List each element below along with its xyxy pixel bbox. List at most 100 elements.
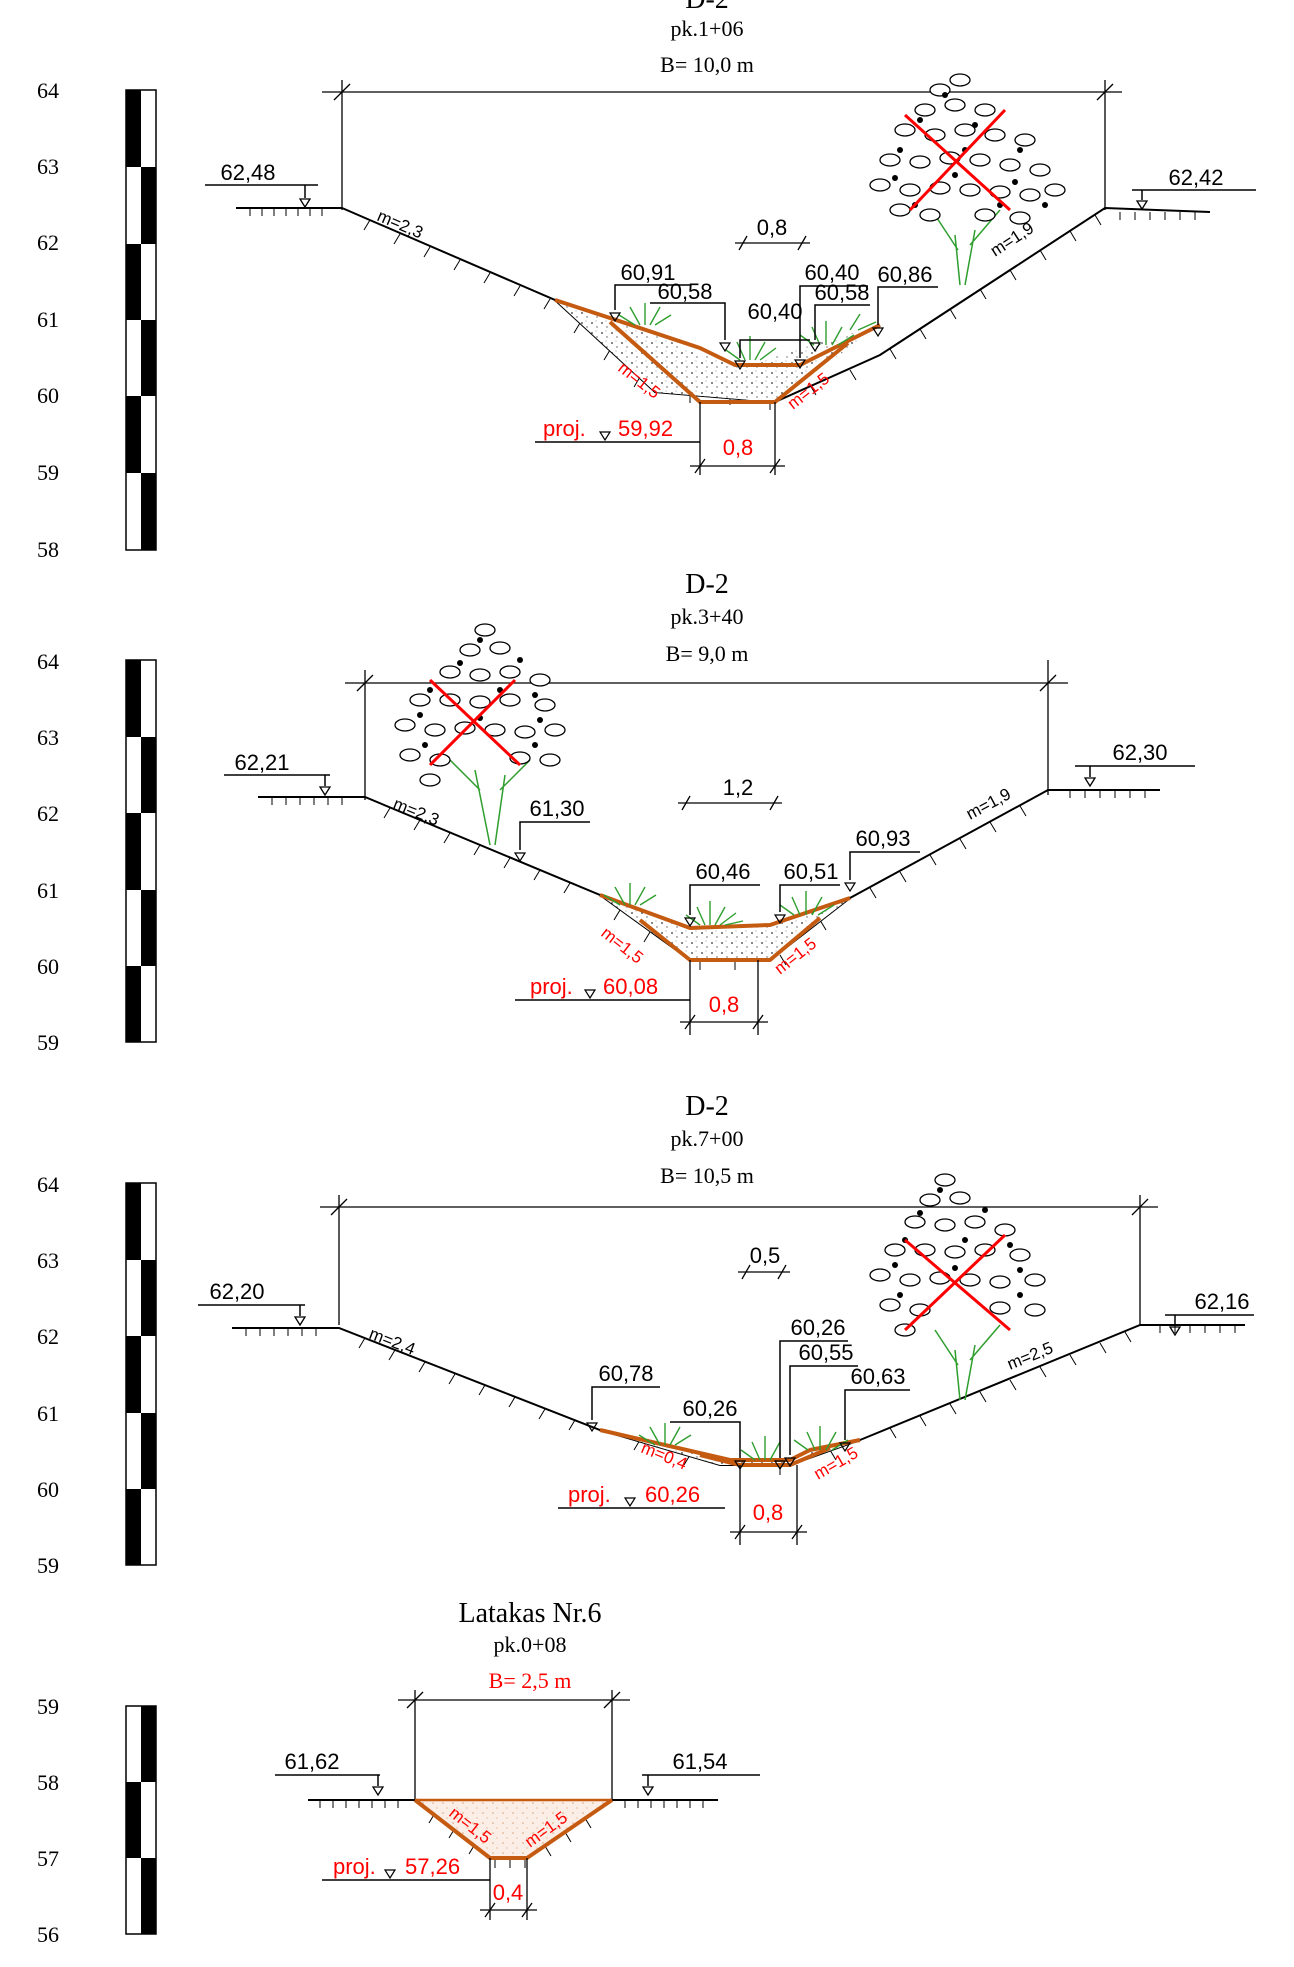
section-title: D-2	[685, 0, 729, 15]
scale-label: 58	[37, 1770, 59, 1795]
section-2: D-2 pk.3+40 B= 9,0 m 64 63 62 61 60 59	[37, 569, 1195, 1055]
level-label: 60,40	[804, 260, 859, 285]
level-markers	[585, 1340, 910, 1471]
bank-level-right-label: 62,30	[1112, 740, 1167, 765]
level-label: 60,46	[695, 859, 750, 884]
bottom-width-dimension	[735, 235, 810, 251]
sediment-fill	[555, 300, 880, 402]
design-level-marker	[535, 431, 700, 443]
scale-label: 62	[37, 230, 59, 255]
scale-label: 62	[37, 801, 59, 826]
bank-level-left	[198, 1304, 307, 1327]
design-bottom-line	[638, 916, 822, 962]
scale-label: 61	[37, 1401, 59, 1426]
scale-label: 59	[37, 1694, 59, 1719]
design-channel-line	[599, 893, 851, 930]
level-markers	[608, 284, 938, 371]
level-label: 60,55	[798, 1340, 853, 1365]
scale-label: 57	[37, 1846, 59, 1871]
bottom-width-top-label: 0,8	[757, 215, 788, 240]
section-width: B= 10,0 m	[660, 52, 754, 77]
design-bottom-dimension	[480, 1858, 537, 1920]
slope-left-label: m=2,3	[374, 206, 425, 242]
sediment-fill	[415, 1800, 612, 1858]
slope-right-label: m=1,9	[963, 784, 1014, 823]
section-title: Latakas Nr.6	[458, 1598, 601, 1629]
design-bottom-label: 0,8	[723, 435, 754, 460]
slope-right-label: m=1,9	[987, 218, 1037, 260]
bank-level-left	[224, 774, 332, 797]
scale-label: 60	[37, 954, 59, 979]
grass-symbol	[638, 1423, 849, 1461]
slope-left-label: m=2,3	[391, 794, 442, 829]
scale-label: 64	[37, 78, 59, 103]
grass-symbol	[603, 883, 835, 926]
level-label: 60,58	[814, 280, 869, 305]
section-pk: pk.7+00	[671, 1126, 744, 1151]
proj-label: proj.	[543, 416, 586, 441]
bottom-width-dimension	[738, 1264, 790, 1280]
bank-level-left	[205, 184, 318, 209]
level-label: 60,93	[855, 826, 910, 851]
proj-value: 60,26	[645, 1482, 700, 1507]
bank-level-right	[641, 1774, 760, 1797]
design-channel-line	[599, 1428, 861, 1462]
level-label: 60,91	[620, 260, 675, 285]
bank-level-right	[1132, 189, 1256, 211]
section-3: D-2 pk.7+00 B= 10,5 m 64 63 62 61 60 59	[37, 1091, 1254, 1578]
tree-removal-icon	[869, 73, 1066, 286]
proj-value: 59,92	[618, 416, 673, 441]
design-bottom-line	[608, 320, 850, 404]
scale-label: 59	[37, 460, 59, 485]
design-slope-left-label: m=1,5	[598, 923, 647, 967]
scale-label: 63	[37, 154, 59, 179]
level-label: 60,78	[598, 1361, 653, 1386]
bank-level-right	[1075, 765, 1195, 788]
level-markers	[513, 821, 920, 928]
level-label: 60,26	[790, 1315, 845, 1340]
design-channel-line	[554, 298, 881, 367]
section-title: D-2	[685, 1091, 729, 1122]
bank-level-left-label: 62,21	[234, 750, 289, 775]
width-dimension-line	[322, 80, 1122, 210]
width-dimension-line	[345, 660, 1068, 800]
elevation-scale-bar	[125, 1182, 157, 1566]
design-bottom-dimension	[690, 402, 785, 475]
design-bottom-label: 0,8	[753, 1500, 784, 1525]
design-bottom-dimension	[730, 1465, 807, 1545]
bank-level-right-label: 62,16	[1194, 1289, 1249, 1314]
proj-label: proj.	[333, 1854, 376, 1879]
level-label: 61,30	[529, 796, 584, 821]
elevation-scale-bar	[125, 1705, 157, 1935]
tree-removal-icon	[394, 623, 566, 846]
bank-level-left	[275, 1774, 385, 1797]
section-pk: pk.0+08	[494, 1632, 567, 1657]
section-4: Latakas Nr.6 pk.0+08 B= 2,5 m 59 58 57 5…	[37, 1598, 760, 1947]
proj-label: proj.	[530, 974, 573, 999]
design-bottom-dimension	[680, 960, 768, 1035]
scale-label: 64	[37, 1172, 59, 1197]
section-1: D-2 pk.1+06 B= 10,0 m 64 63 62 61 60 59 …	[37, 0, 1256, 562]
elevation-scale-bar	[125, 659, 157, 1043]
scale-label: 61	[37, 307, 59, 332]
design-bottom-line	[699, 1446, 831, 1467]
scale-label: 63	[37, 1248, 59, 1273]
proj-value: 60,08	[603, 974, 658, 999]
design-bottom-label: 0,8	[709, 992, 740, 1017]
level-label: 60,58	[657, 279, 712, 304]
level-label: 60,26	[682, 1396, 737, 1421]
level-label: 60,63	[850, 1364, 905, 1389]
scale-label: 56	[37, 1922, 59, 1947]
scale-label: 61	[37, 878, 59, 903]
design-bottom-label: 0,4	[493, 1880, 524, 1905]
bank-level-left-label: 62,20	[209, 1279, 264, 1304]
section-pk: pk.3+40	[671, 604, 744, 629]
proj-value: 57,26	[405, 1854, 460, 1879]
bottom-width-dimension	[678, 795, 782, 811]
width-dimension-line	[320, 1195, 1158, 1325]
design-level-marker	[515, 989, 690, 1001]
scale-label: 64	[37, 649, 59, 674]
level-label: 60,51	[783, 859, 838, 884]
grass-symbol	[618, 303, 877, 361]
scale-label: 63	[37, 725, 59, 750]
